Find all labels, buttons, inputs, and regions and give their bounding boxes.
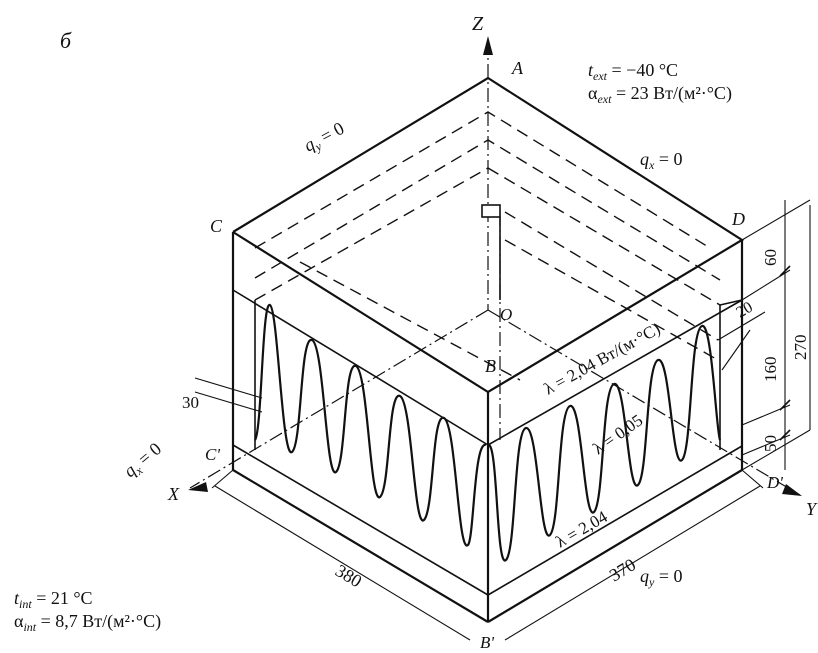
edge-cprime-bprime xyxy=(232,469,489,623)
t-int-label: tint = 21 °C xyxy=(14,588,93,611)
z-axis-arrow xyxy=(483,36,493,55)
corrugated-insulation-front-left xyxy=(253,303,488,547)
dim-60-label: 60 xyxy=(761,249,780,266)
point-c-label: C xyxy=(210,216,223,236)
qx-top-label: qx = 0 xyxy=(640,149,682,172)
dim-20-label: 20 xyxy=(734,299,756,322)
dim-bottom-ext xyxy=(741,429,811,471)
x-axis-arrow xyxy=(188,482,208,492)
dim-370-label: 370 xyxy=(606,554,639,585)
centre-post xyxy=(481,204,501,218)
lambda-mid-label: λ = 0,05 xyxy=(589,411,646,459)
t-ext-label: text = −40 °C xyxy=(588,60,678,83)
bottom-layer-front-left xyxy=(232,444,489,596)
point-b-label: B xyxy=(485,356,496,376)
axis-y-label: Y xyxy=(806,499,818,519)
dim-50-label: 50 xyxy=(761,435,780,452)
qx-left-label: qx = 0 xyxy=(120,438,167,483)
tick-b xyxy=(779,399,791,411)
dim-380-line xyxy=(214,485,471,641)
x-axis-line xyxy=(189,309,489,489)
hidden-line-5 xyxy=(504,239,719,361)
hidden-line-3 xyxy=(299,261,521,381)
dim-380-label: 380 xyxy=(332,560,365,591)
y-axis-arrow xyxy=(782,484,802,496)
dim-370-ext-right xyxy=(741,469,764,489)
dim-ext-top xyxy=(741,199,811,241)
point-dprime-label: D' xyxy=(766,473,783,492)
qy-top-label: qy = 0 xyxy=(300,118,348,158)
dim-30-line-b xyxy=(194,391,263,413)
right-inner-top xyxy=(719,299,743,306)
y-axis-line xyxy=(487,309,801,496)
dim-20-line-b xyxy=(721,329,751,371)
tick-c xyxy=(779,429,791,441)
dim-370-line xyxy=(504,485,761,641)
corrugated-insulation-front-right xyxy=(486,324,722,562)
panel-letter: б xyxy=(60,28,72,53)
tick-a xyxy=(779,265,791,277)
point-o-label: O xyxy=(500,305,512,324)
axis-z-label: Z xyxy=(472,13,484,35)
hidden-line-1 xyxy=(254,167,489,301)
axis-x-label: X xyxy=(167,484,180,504)
point-bprime-label: B' xyxy=(480,633,494,652)
dim-30-label: 30 xyxy=(182,393,199,412)
dim-30-line xyxy=(194,377,263,399)
dim-270-label: 270 xyxy=(791,335,810,361)
hidden-line-4 xyxy=(504,211,719,341)
dim-380-ext-left xyxy=(211,469,234,489)
point-cprime-label: C' xyxy=(205,445,220,464)
bottom-layer-front-right xyxy=(487,445,743,596)
alpha-int-label: αint = 8,7 Вт/(м²·°С) xyxy=(14,611,161,634)
point-d-label: D xyxy=(731,209,745,229)
point-a-label: A xyxy=(511,58,524,78)
hidden-line-2 xyxy=(487,167,721,306)
lambda-top-label: λ = 2,04 Вт/(м·°С) xyxy=(541,319,664,398)
dim-tick-60 xyxy=(741,269,791,301)
dim-20-line xyxy=(717,311,766,341)
edge-bprime-dprime xyxy=(487,469,743,623)
alpha-ext-label: αext = 23 Вт/(м²·°С) xyxy=(588,83,732,106)
top-layer-front-right xyxy=(487,299,743,446)
dim-160-label: 160 xyxy=(761,357,780,383)
lambda-bottom-label: λ = 2,04 xyxy=(553,507,611,552)
qy-bottom-label: qy = 0 xyxy=(640,566,682,589)
